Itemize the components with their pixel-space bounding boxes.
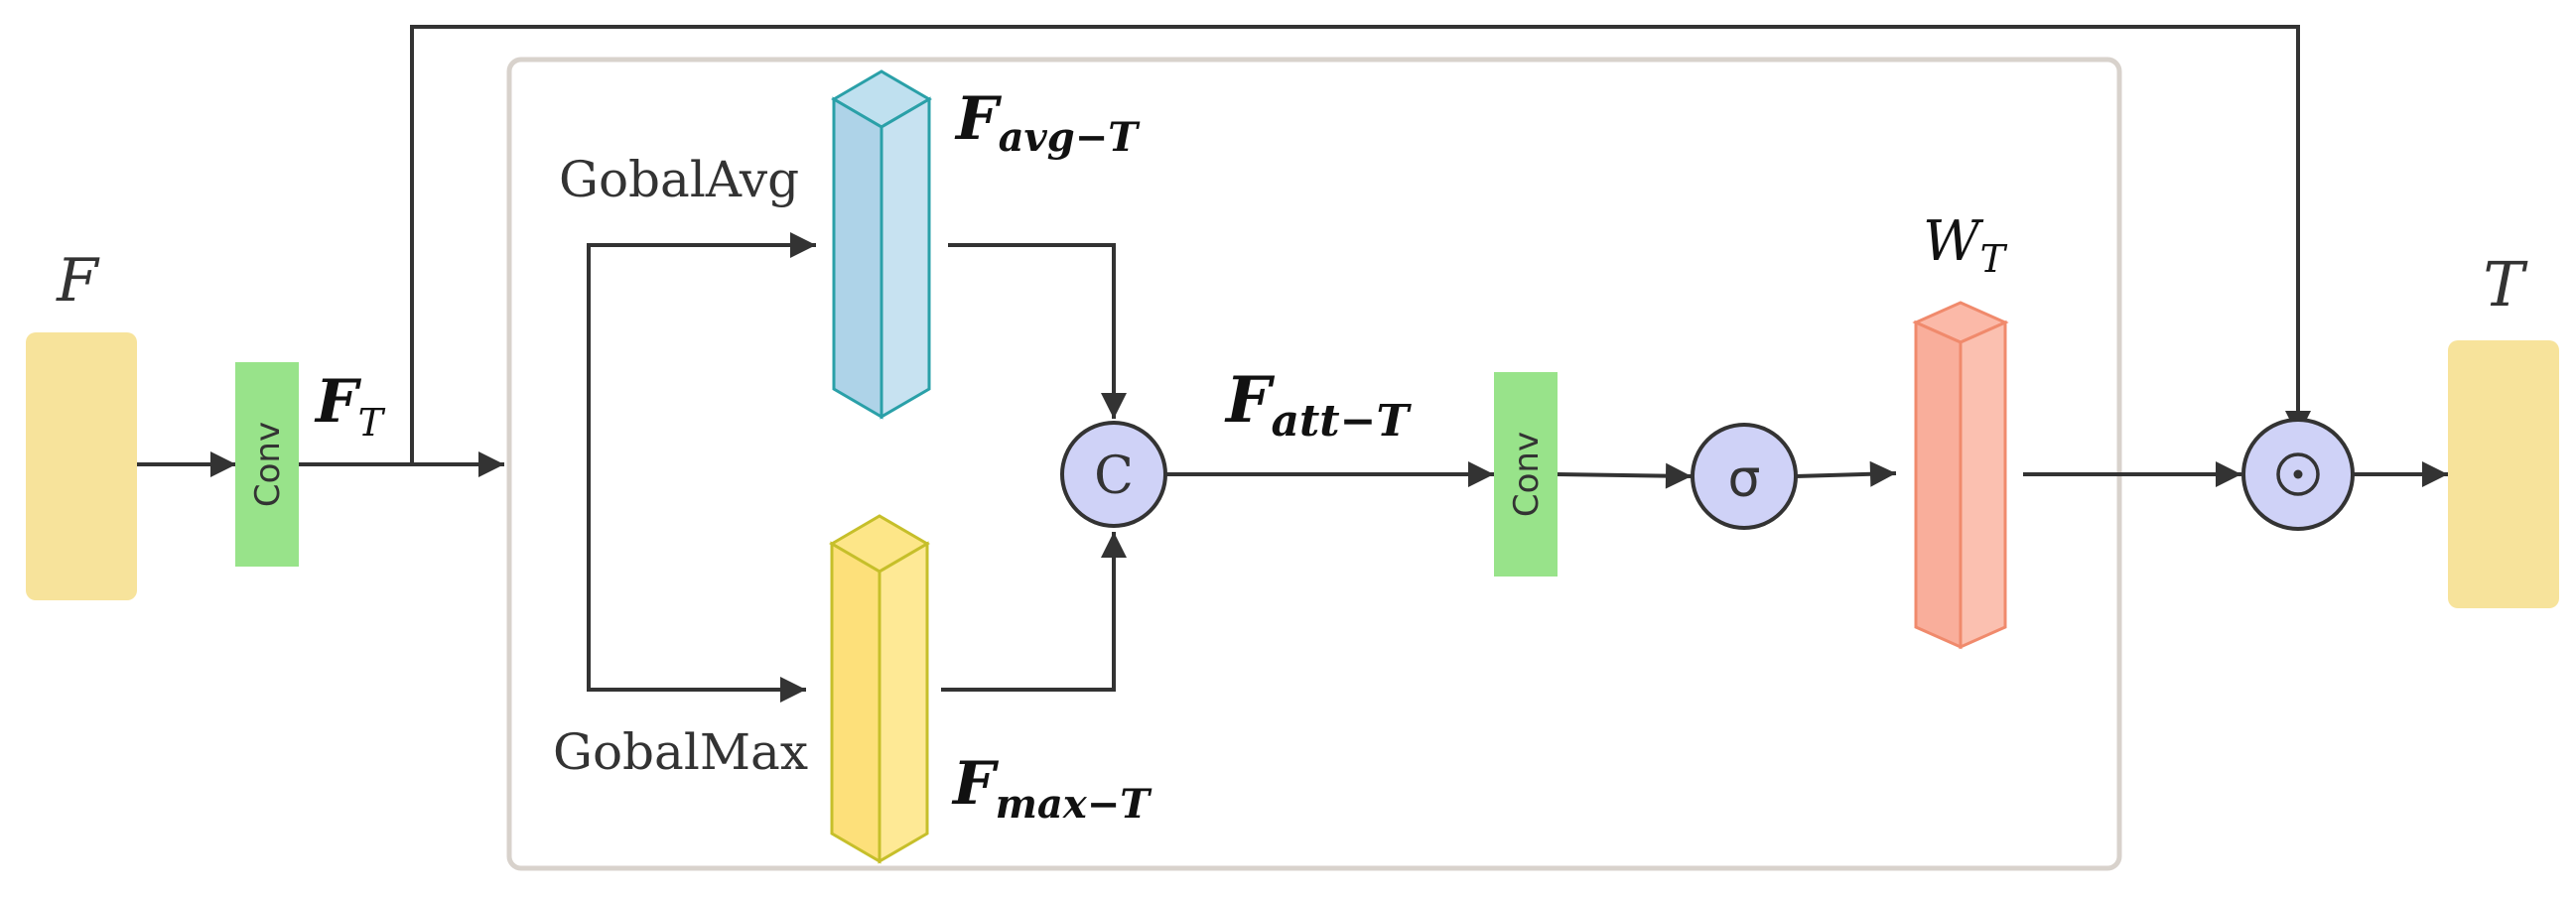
conv-label-2: Conv bbox=[1507, 432, 1547, 517]
arrow-avg-to-concat bbox=[948, 243, 1127, 419]
favg-label-sub: avg−T bbox=[999, 114, 1142, 161]
max-cuboid-front bbox=[830, 541, 881, 864]
input-label: F bbox=[56, 246, 100, 316]
avg-pool-feature-cuboid bbox=[831, 69, 932, 420]
fmax-label: Fmax−T bbox=[951, 749, 1152, 828]
output-feature-block bbox=[2448, 340, 2559, 608]
weight-cuboid bbox=[1912, 301, 2009, 650]
fatt-label: Fatt−T bbox=[1224, 363, 1412, 447]
fatt-label-sub: att−T bbox=[1271, 396, 1412, 447]
input-feature-block bbox=[26, 332, 137, 600]
weight-cuboid-side bbox=[1959, 320, 2007, 650]
global-avg-label: GobalAvg bbox=[559, 151, 799, 208]
global-max-label: GobalMax bbox=[553, 723, 808, 781]
conv-label-1: Conv bbox=[248, 422, 288, 507]
ft-label-base: F bbox=[314, 367, 362, 437]
conv-block-2 bbox=[1494, 372, 1558, 577]
attention-module-frame bbox=[506, 57, 2122, 871]
sigmoid-label: σ bbox=[1728, 449, 1761, 509]
avg-cuboid-front bbox=[832, 96, 883, 420]
ft-label: FT bbox=[314, 367, 386, 445]
favg-label: Favg−T bbox=[954, 84, 1141, 161]
arrow-conv-to-sigma bbox=[1557, 462, 1693, 489]
favg-label-base: F bbox=[954, 84, 1003, 154]
output-label: T bbox=[2483, 248, 2528, 321]
ft-label-sub: T bbox=[358, 401, 386, 445]
multiply-symbol-dot bbox=[2293, 469, 2303, 479]
max-cuboid-side bbox=[878, 541, 929, 864]
arrow-sigma-to-weight bbox=[1795, 460, 1897, 487]
fatt-label-base: F bbox=[1224, 363, 1276, 438]
multiply-symbol-ring bbox=[2276, 452, 2320, 496]
avg-cuboid-side bbox=[880, 96, 931, 420]
conv-block-1 bbox=[235, 362, 299, 567]
skip-connection bbox=[410, 25, 2311, 464]
wt-label-base: W bbox=[1923, 209, 1984, 274]
concat-label: C bbox=[1094, 447, 1134, 506]
branch-to-avg bbox=[587, 232, 816, 690]
fmax-label-base: F bbox=[951, 749, 1000, 819]
max-pool-feature-cuboid bbox=[829, 514, 930, 864]
fmax-label-sub: max−T bbox=[996, 781, 1153, 828]
weight-cuboid-front bbox=[1914, 320, 1963, 650]
arrow-max-to-concat bbox=[941, 532, 1127, 692]
wt-label-sub: T bbox=[1980, 237, 2008, 281]
wt-label: WT bbox=[1923, 209, 2008, 281]
